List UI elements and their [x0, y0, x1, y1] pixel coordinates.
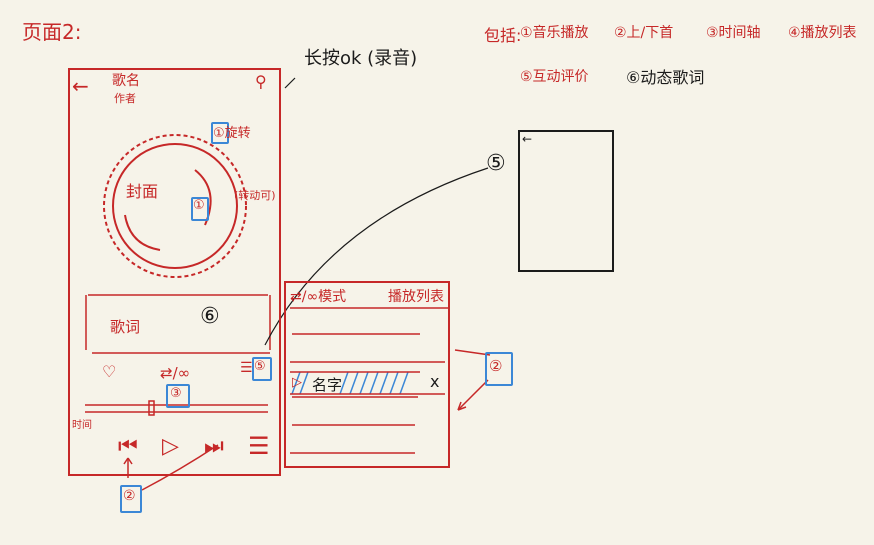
marker-2-controls: ②: [123, 488, 136, 504]
song-title: 歌名: [112, 73, 140, 89]
marker-box-2-popup: [485, 352, 513, 386]
marker-1: ①: [193, 198, 205, 213]
next-track-icon[interactable]: ⏭: [204, 434, 224, 459]
marker-5-thumb: ⑤: [486, 151, 506, 176]
playlist-item-name[interactable]: 名字: [312, 376, 343, 394]
back-arrow-icon[interactable]: ←: [72, 74, 89, 98]
cover-label: 封面: [126, 182, 159, 201]
player-screen: [68, 68, 281, 476]
scroll-note: (转动可): [234, 189, 276, 202]
play-indicator-icon: ▷: [292, 375, 302, 390]
heart-icon[interactable]: ♡: [102, 362, 117, 381]
marker-box-2-controls: [120, 485, 142, 513]
marker-box-3: [166, 384, 190, 408]
search-icon[interactable]: ⚲: [255, 72, 267, 91]
playlist-icon[interactable]: ☰: [248, 432, 270, 460]
legend-item-1: ①音乐播放: [520, 25, 589, 41]
time-label: 时间: [72, 420, 92, 431]
thumbnail-back-arrow-icon: ←: [522, 132, 533, 146]
comment-icon[interactable]: ☰: [240, 360, 253, 376]
spinning-note: ①旋转: [213, 126, 251, 141]
marker-box-5: [252, 357, 272, 381]
artist-name: 作者: [114, 92, 136, 105]
legend-item-3: ③时间轴: [706, 25, 761, 41]
lyrics-marker: ⑥: [200, 304, 220, 329]
playlist-title: 播放列表: [388, 289, 444, 305]
playlist-mode-label[interactable]: ⇄/∞模式: [290, 289, 347, 305]
legend-item-5: ⑤互动评价: [520, 69, 589, 85]
marker-box-1b: [191, 197, 209, 221]
legend-item-6: ⑥动态歌词: [626, 68, 705, 87]
play-icon[interactable]: ▷: [162, 434, 179, 459]
legend-prefix: 包括:: [484, 26, 522, 45]
page-title: 页面2:: [22, 20, 82, 44]
marker-2-popup: ②: [489, 357, 503, 375]
playlist-popup: [284, 281, 450, 468]
legend-item-2: ②上/下首: [614, 25, 674, 41]
remove-item-button[interactable]: x: [430, 372, 440, 391]
previous-track-icon[interactable]: ⏮: [118, 434, 138, 459]
marker-box-1a: [211, 122, 229, 144]
loop-mode-button[interactable]: ⇄/∞: [160, 364, 191, 382]
lyrics-label: 歌词: [110, 318, 141, 336]
legend-item-4: ④播放列表: [788, 25, 857, 41]
marker-3: ③: [170, 386, 182, 401]
comments-thumbnail: [518, 130, 614, 272]
long-press-note: 长按ok (录音): [304, 48, 418, 69]
marker-5-player: ⑤: [254, 359, 266, 374]
